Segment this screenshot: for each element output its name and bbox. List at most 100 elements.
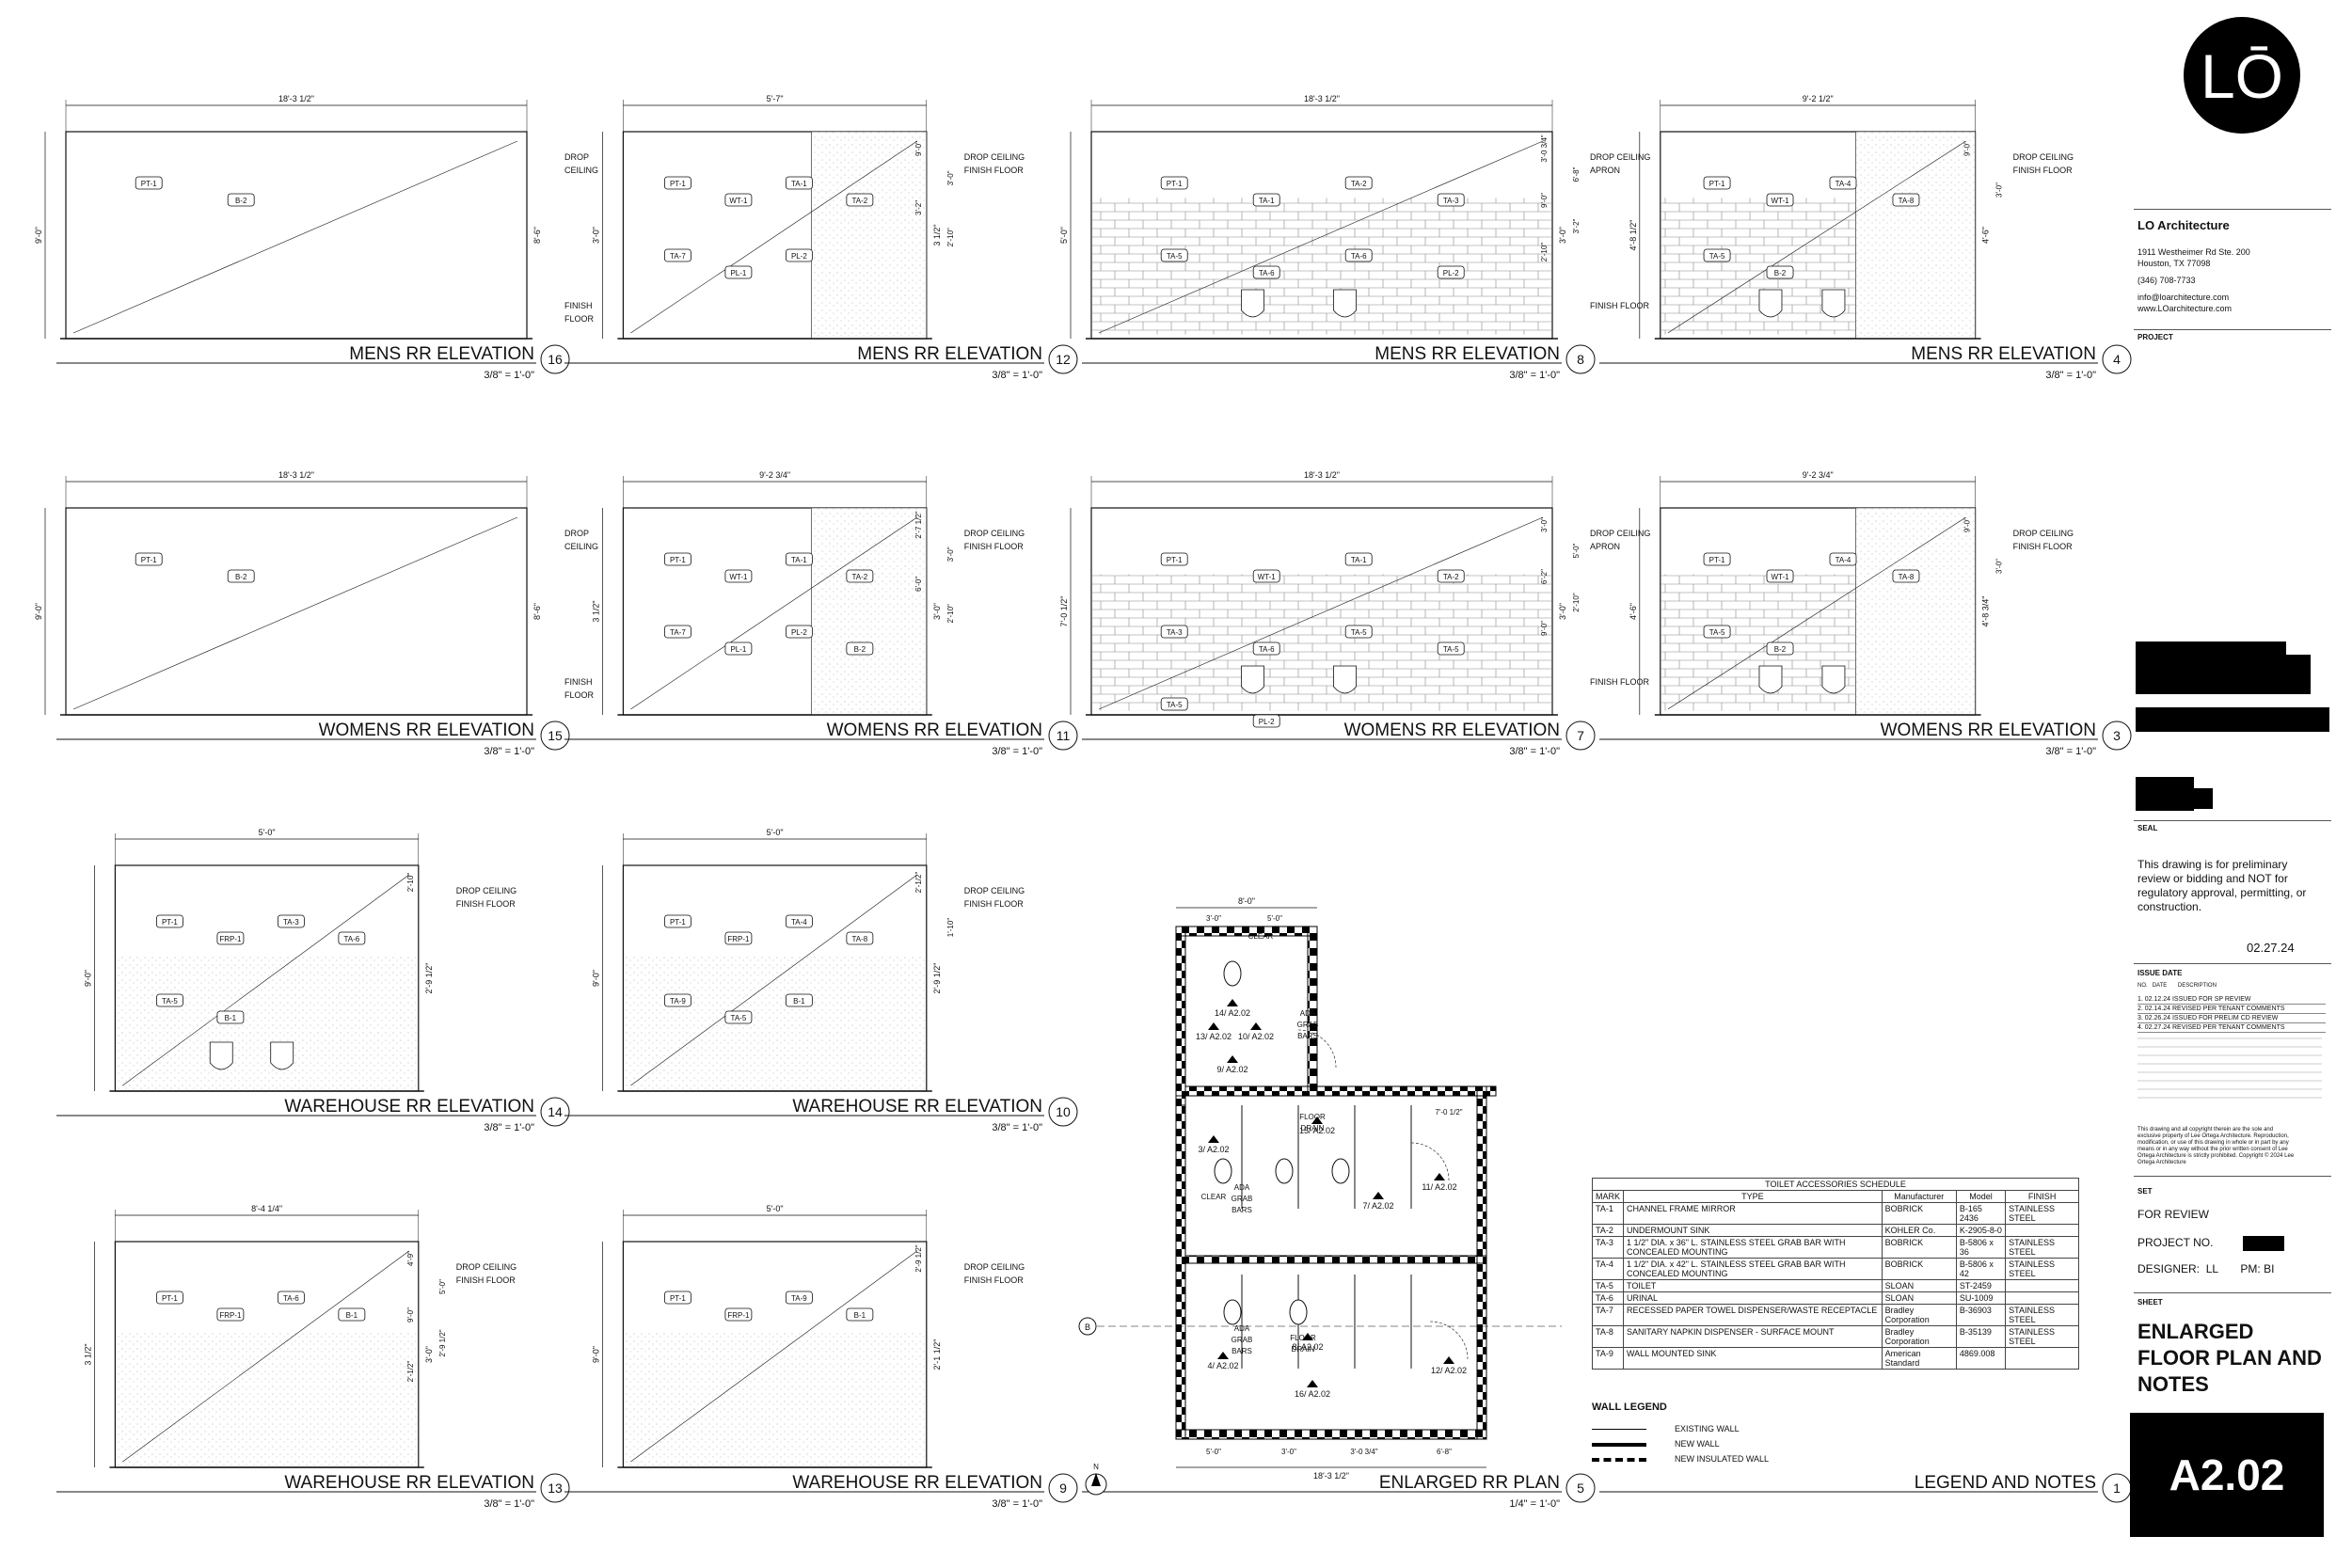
dimension: 5'-0" [259, 828, 276, 837]
callout-tag: B-2 [1774, 645, 1787, 654]
section-reference: 9/ A2.02 [1216, 1065, 1248, 1074]
frp-panel [624, 1332, 926, 1466]
insulated-wall [1175, 926, 1186, 1106]
dimension: 5'-0" [1059, 227, 1069, 244]
leader-line [122, 1250, 409, 1463]
leader-line [630, 874, 917, 1086]
callout-tag: TA-2 [1351, 180, 1367, 188]
door-swing [1297, 1029, 1337, 1069]
door-swing [1410, 1142, 1450, 1181]
callout-tag: PT-1 [1709, 180, 1725, 188]
view-number: 4 [2113, 352, 2121, 367]
issue-item: 2. 02.14.24 REVISED PER TENANT COMMENTS [2137, 1005, 2326, 1014]
callout-tag: TA-9 [791, 1294, 807, 1303]
callout-tag: WT-1 [1771, 573, 1789, 581]
dimension: 3'-0 3/4" [1350, 1448, 1377, 1456]
callout-tag: TA-6 [283, 1294, 299, 1303]
callout-tag-box [1437, 265, 1465, 279]
callout-tag-box [277, 1291, 305, 1305]
fixture-urinal [1821, 665, 1846, 694]
schedule-cell: STAINLESS STEEL [2005, 1258, 2079, 1280]
schedule-cell: CHANNEL FRAME MIRROR [1623, 1202, 1883, 1225]
redacted-block [2136, 641, 2286, 694]
dimension: 7'-0 1/2" [1059, 596, 1069, 627]
view-number: 3 [2113, 728, 2121, 743]
dimension: 18'-3 1/2" [1304, 94, 1340, 103]
issue-headers: NO. DATE DESCRIPTION [2137, 983, 2217, 989]
adjacent-wall [1855, 507, 1976, 716]
section-arrow [1227, 1055, 1238, 1063]
view-number: 15 [548, 728, 563, 743]
callout-tag-box [277, 914, 305, 928]
callout-tag: TA-1 [1259, 197, 1275, 205]
view-number-bubble [540, 344, 570, 374]
note: DROP CEILING [456, 1262, 516, 1272]
callout-tag-box [1766, 641, 1794, 656]
dimension: 6'-8" [1437, 1448, 1452, 1456]
note: FINISH FLOOR [2013, 166, 2074, 175]
callout-tag: PT-1 [1167, 180, 1183, 188]
schedule-cell: SU-1009 [1955, 1291, 2007, 1305]
dimension: 8'-0" [1238, 896, 1255, 906]
view-scale: 3/8" = 1'-0" [484, 746, 534, 757]
plan-note: BARS [1297, 1032, 1318, 1040]
note: FINISH FLOOR [1590, 677, 1650, 687]
callout-tag-box [227, 569, 255, 583]
callout-tag: PT-1 [141, 556, 157, 564]
callout-tag: PT-1 [162, 1294, 178, 1303]
dimension: 9'-2 3/4" [759, 470, 790, 480]
callout-tag: B-2 [235, 197, 247, 205]
dimension: 2'-7 1/2" [914, 511, 923, 538]
plan-note: ADA [1234, 1183, 1250, 1192]
callout-tag: TA-5 [1443, 645, 1459, 654]
dimension: 3'-0" [424, 1346, 434, 1363]
dimension: 5'-0" [1572, 543, 1581, 558]
issue-date-label: ISSUE DATE [2137, 969, 2183, 977]
section-reference: 7/ A2.02 [1362, 1201, 1393, 1211]
note: DROP CEILING [456, 886, 516, 895]
leader-line [72, 140, 518, 334]
view-scale: 3/8" = 1'-0" [1509, 746, 1560, 757]
dimension: 18'-3 1/2" [1313, 1471, 1349, 1481]
dimension: 8'-6" [532, 227, 542, 244]
view-number: 13 [548, 1481, 563, 1496]
fixture-urinal [1821, 289, 1846, 318]
callout-tag: PT-1 [670, 1294, 686, 1303]
schedule-cell: Bradley Corporation [1881, 1325, 1957, 1348]
adjacent-wall [810, 507, 928, 716]
schedule-cell: SLOAN [1881, 1279, 1957, 1292]
dimension: 18'-3 1/2" [278, 470, 314, 480]
view-title: ENLARGED RR PLAN [1379, 1473, 1560, 1493]
fixture-urinal [270, 1041, 294, 1070]
callout-tag-box [216, 1307, 245, 1322]
dimension: 4'-8 3/4" [1981, 596, 1991, 627]
firm-name: LO Architecture [2137, 218, 2230, 232]
note: DROP CEILING [964, 886, 1025, 895]
view-title: MENS RR ELEVATION [1911, 344, 2096, 364]
callout-tag: TA-5 [1167, 252, 1183, 261]
legend-new-wall: NEW WALL [1592, 1439, 1720, 1449]
issue-item: 4. 02.27.24 REVISED PER TENANT COMMENTS [2137, 1023, 2326, 1033]
issue-lines [2137, 1037, 2322, 1099]
dimension: 8'-4 1/4" [251, 1204, 282, 1213]
view-number-bubble [1565, 344, 1596, 374]
schedule-cell: B-5806 x 36 [1955, 1236, 2007, 1259]
toilet-fixture [1214, 1158, 1232, 1184]
view-title: MENS RR ELEVATION [349, 344, 534, 364]
callout-tag-box [664, 993, 691, 1007]
view-title: WOMENS RR ELEVATION [1344, 721, 1560, 740]
callout-tag-box [1160, 552, 1188, 566]
plan-note: ADA [1234, 1324, 1250, 1333]
section-reference: 8/ A2.02 [1292, 1342, 1323, 1352]
callout-tag-box [135, 552, 163, 566]
dimension: 3'-2" [1572, 218, 1581, 233]
callout-tag: TA-1 [1351, 556, 1367, 564]
dimension: 9'-0" [1963, 141, 1972, 156]
leader-line [630, 140, 917, 334]
legend-new-insulated-wall: NEW INSULATED WALL [1592, 1454, 1769, 1464]
